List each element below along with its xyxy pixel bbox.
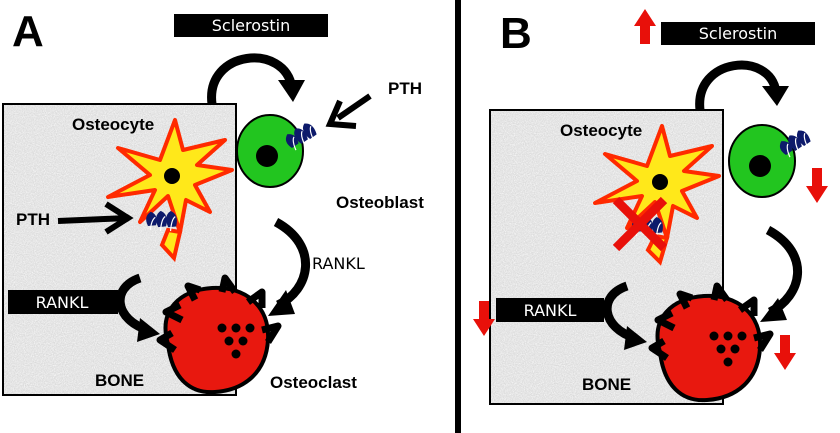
osteoclast-cell [163,285,271,395]
rankl-box [8,290,118,314]
panel-divider [455,0,461,433]
pth-arrowhead-left [104,201,134,235]
osteoblast-label: Osteoblast [336,193,424,212]
sclerostin-label: Sclerostin [212,16,290,35]
pth-label-top: PTH [388,79,422,98]
rankl-arrow-osteoblast [273,218,310,310]
rankl-arrowhead-left [137,318,160,342]
rankl-arrow-left [115,273,150,335]
osteocyte-label-b: Osteocyte [560,121,642,140]
osteoclast-cell-b [655,293,763,403]
sclerostin-arrowhead-b [762,86,789,106]
osteocyte-nucleus-b [652,174,668,190]
rankl-box-label-b: RANKL [524,301,577,320]
rankl-box-b [496,298,604,322]
sclerostin-arrow-b [695,60,781,111]
pth-label-left: PTH [16,210,50,229]
rankl-arrow-left-b [602,281,637,343]
rankl-arrowhead-left-b [624,326,647,350]
osteoclast-ruffled-border-b [648,282,774,361]
osteoclast-decrease-arrow [774,335,796,370]
panel-a: A Sclerostin Osteoblast PTH Osteocyte PT… [2,7,424,396]
osteoblast-nucleus [256,145,278,167]
panel-a-letter: A [12,7,44,56]
osteoclast-nuclei [217,323,255,359]
panel-b-letter: B [500,9,532,58]
osteoblast-nucleus-b [749,155,771,177]
sclerostin-arrow [207,53,297,105]
sclerostin-increase-arrow [634,9,656,44]
osteocyte-nucleus [164,168,180,184]
pth-arrow-top [336,93,372,121]
inhibition-cross [612,196,668,252]
rankl-arrowhead-osteoblast-b [760,298,787,322]
pth-arrowhead-top [325,99,357,129]
pth-arrow-left [57,215,129,224]
osteocyte-dendrite [159,227,183,263]
sclerostin-box [174,14,328,37]
osteoclast-ruffled-border [156,274,282,353]
bone-label: BONE [95,371,144,390]
bone-label-b: BONE [582,375,631,394]
osteocyte-label: Osteocyte [72,115,154,134]
bone-matrix-border-b [489,109,724,405]
rankl-arrowhead-osteoblast [268,290,295,316]
osteoclast-label: Osteoclast [270,373,357,392]
osteoclast-nuclei-b [709,331,747,367]
sclerostin-arrowhead [278,80,305,102]
osteoblast-decrease-arrow [806,168,828,203]
rankl-label-mid: RANKL [312,254,365,273]
sclerostin-label-b: Sclerostin [699,24,777,43]
bone-matrix-border [2,103,237,396]
rankl-arrow-osteoblast-b [765,226,802,317]
rankl-box-label: RANKL [36,293,89,312]
sclerostin-box-b [661,22,815,45]
panel-b: B Sclerostin Osteocyte RANKL [473,9,828,405]
